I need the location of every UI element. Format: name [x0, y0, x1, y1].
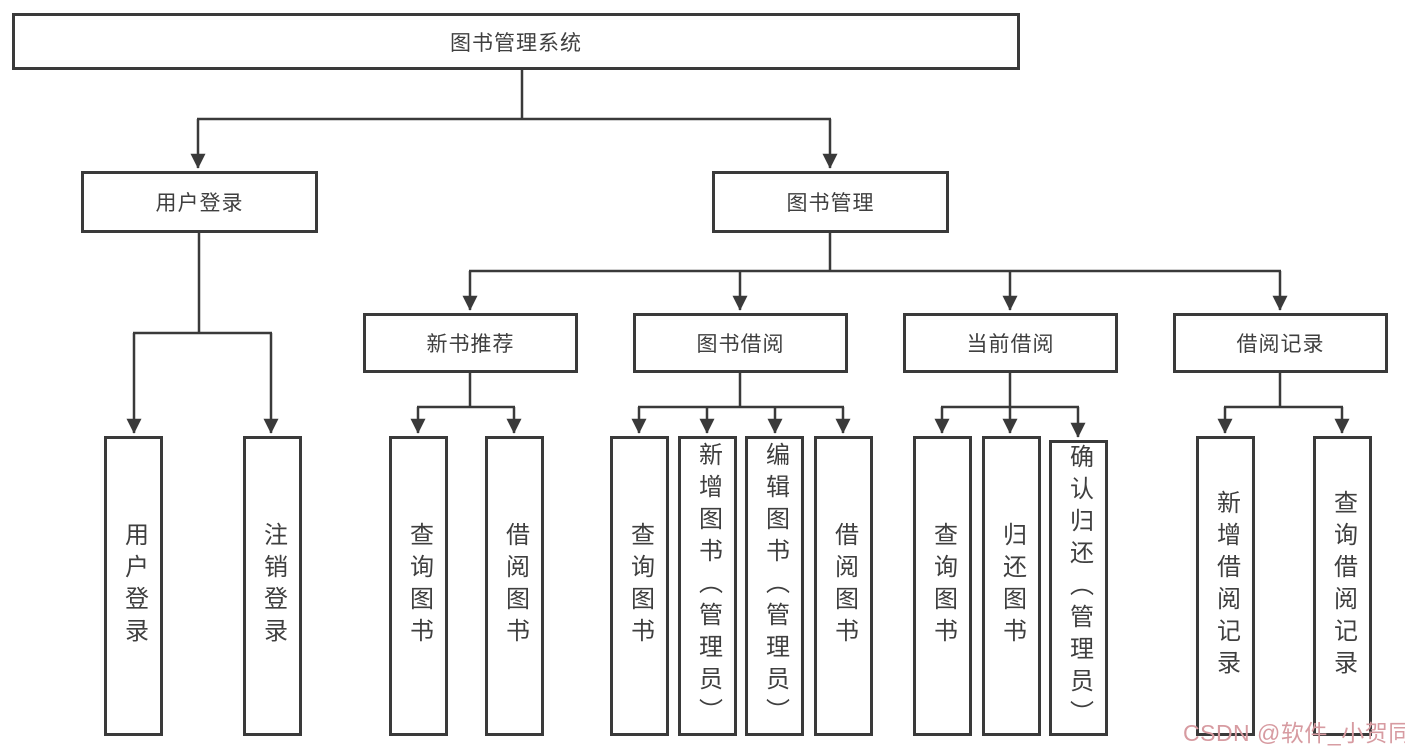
node-user-login-label: 用户登录: [155, 192, 244, 215]
node-leaf-borrow-book-1-label: 借阅图书: [501, 522, 529, 650]
node-leaf-logout-label: 注销登录: [259, 522, 287, 650]
connector-group: [126, 70, 1350, 438]
node-leaf-query-borrow-record-label: 查询借阅记录: [1329, 490, 1357, 682]
node-leaf-edit-book-admin: 编辑图书（管理员）: [745, 436, 804, 736]
node-leaf-query-book-3-label: 查询图书: [929, 522, 957, 650]
node-leaf-return-book: 归还图书: [982, 436, 1041, 736]
node-current-borrow: 当前借阅: [903, 313, 1118, 373]
node-root-label: 图书管理系统: [450, 31, 582, 55]
node-leaf-query-borrow-record: 查询借阅记录: [1313, 436, 1372, 736]
node-leaf-query-book-2: 查询图书: [610, 436, 669, 736]
watermark: CSDN @软件_小贺同学: [1183, 720, 1405, 746]
node-book-management-label: 图书管理: [786, 192, 875, 215]
node-leaf-query-book-1-label: 查询图书: [405, 522, 433, 650]
node-leaf-logout: 注销登录: [243, 436, 302, 736]
node-root: 图书管理系统: [12, 13, 1020, 70]
node-new-book-recommend: 新书推荐: [363, 313, 578, 373]
node-leaf-add-book-admin-label: 新增图书（管理员）: [694, 442, 722, 730]
node-leaf-add-borrow-record: 新增借阅记录: [1196, 436, 1255, 736]
node-book-borrow-label: 图书借阅: [696, 333, 785, 356]
node-new-book-recommend-label: 新书推荐: [426, 333, 515, 356]
node-user-login: 用户登录: [81, 171, 318, 233]
node-leaf-return-book-label: 归还图书: [998, 522, 1026, 650]
node-leaf-add-borrow-record-label: 新增借阅记录: [1212, 490, 1240, 682]
node-leaf-confirm-return-admin: 确认归还（管理员）: [1049, 440, 1108, 736]
node-leaf-borrow-book-2: 借阅图书: [814, 436, 873, 736]
node-borrow-record: 借阅记录: [1173, 313, 1388, 373]
node-leaf-add-book-admin: 新增图书（管理员）: [678, 436, 737, 736]
node-current-borrow-label: 当前借阅: [966, 333, 1055, 356]
node-leaf-user-login: 用户登录: [104, 436, 163, 736]
node-leaf-confirm-return-admin-label: 确认归还（管理员）: [1065, 444, 1093, 732]
node-leaf-user-login-label: 用户登录: [120, 522, 148, 650]
node-borrow-record-label: 借阅记录: [1236, 333, 1325, 356]
node-book-management: 图书管理: [712, 171, 949, 233]
node-leaf-query-book-1: 查询图书: [389, 436, 448, 736]
node-leaf-borrow-book-1: 借阅图书: [485, 436, 544, 736]
node-leaf-borrow-book-2-label: 借阅图书: [830, 522, 858, 650]
node-leaf-edit-book-admin-label: 编辑图书（管理员）: [761, 442, 789, 730]
node-book-borrow: 图书借阅: [633, 313, 848, 373]
node-leaf-query-book-3: 查询图书: [913, 436, 972, 736]
node-leaf-query-book-2-label: 查询图书: [626, 522, 654, 650]
